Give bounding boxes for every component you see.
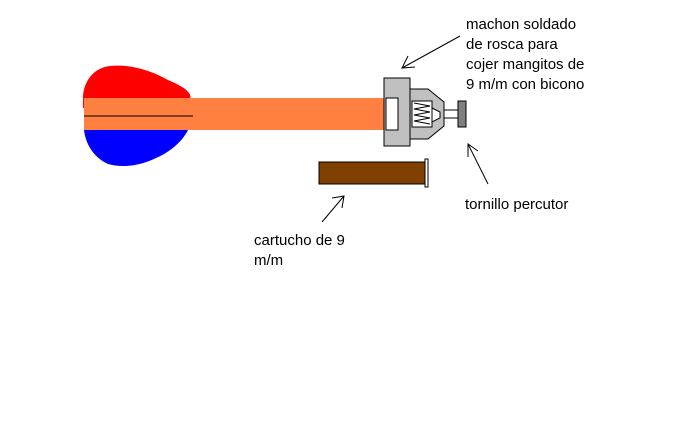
red-grip-blob xyxy=(82,65,191,108)
label-tornillo: tornillo percutor xyxy=(465,196,569,213)
fitting-cone xyxy=(431,107,441,123)
arrow-cartucho xyxy=(321,195,345,223)
machon-opening xyxy=(385,97,399,131)
label-machon: machon soldado de rosca para cojer mangi… xyxy=(466,16,585,93)
arrow-machon xyxy=(401,35,461,69)
screw-shaft xyxy=(443,109,459,119)
cartridge-body xyxy=(318,161,426,185)
barrel-tube xyxy=(84,98,386,130)
spring-coil xyxy=(413,102,431,125)
arrow-tornillo xyxy=(467,143,489,185)
label-cartucho: cartucho de 9 m/m xyxy=(254,232,345,269)
screw-head xyxy=(457,100,467,128)
cartridge-rim xyxy=(424,158,429,188)
blue-grip-blob xyxy=(84,130,188,166)
